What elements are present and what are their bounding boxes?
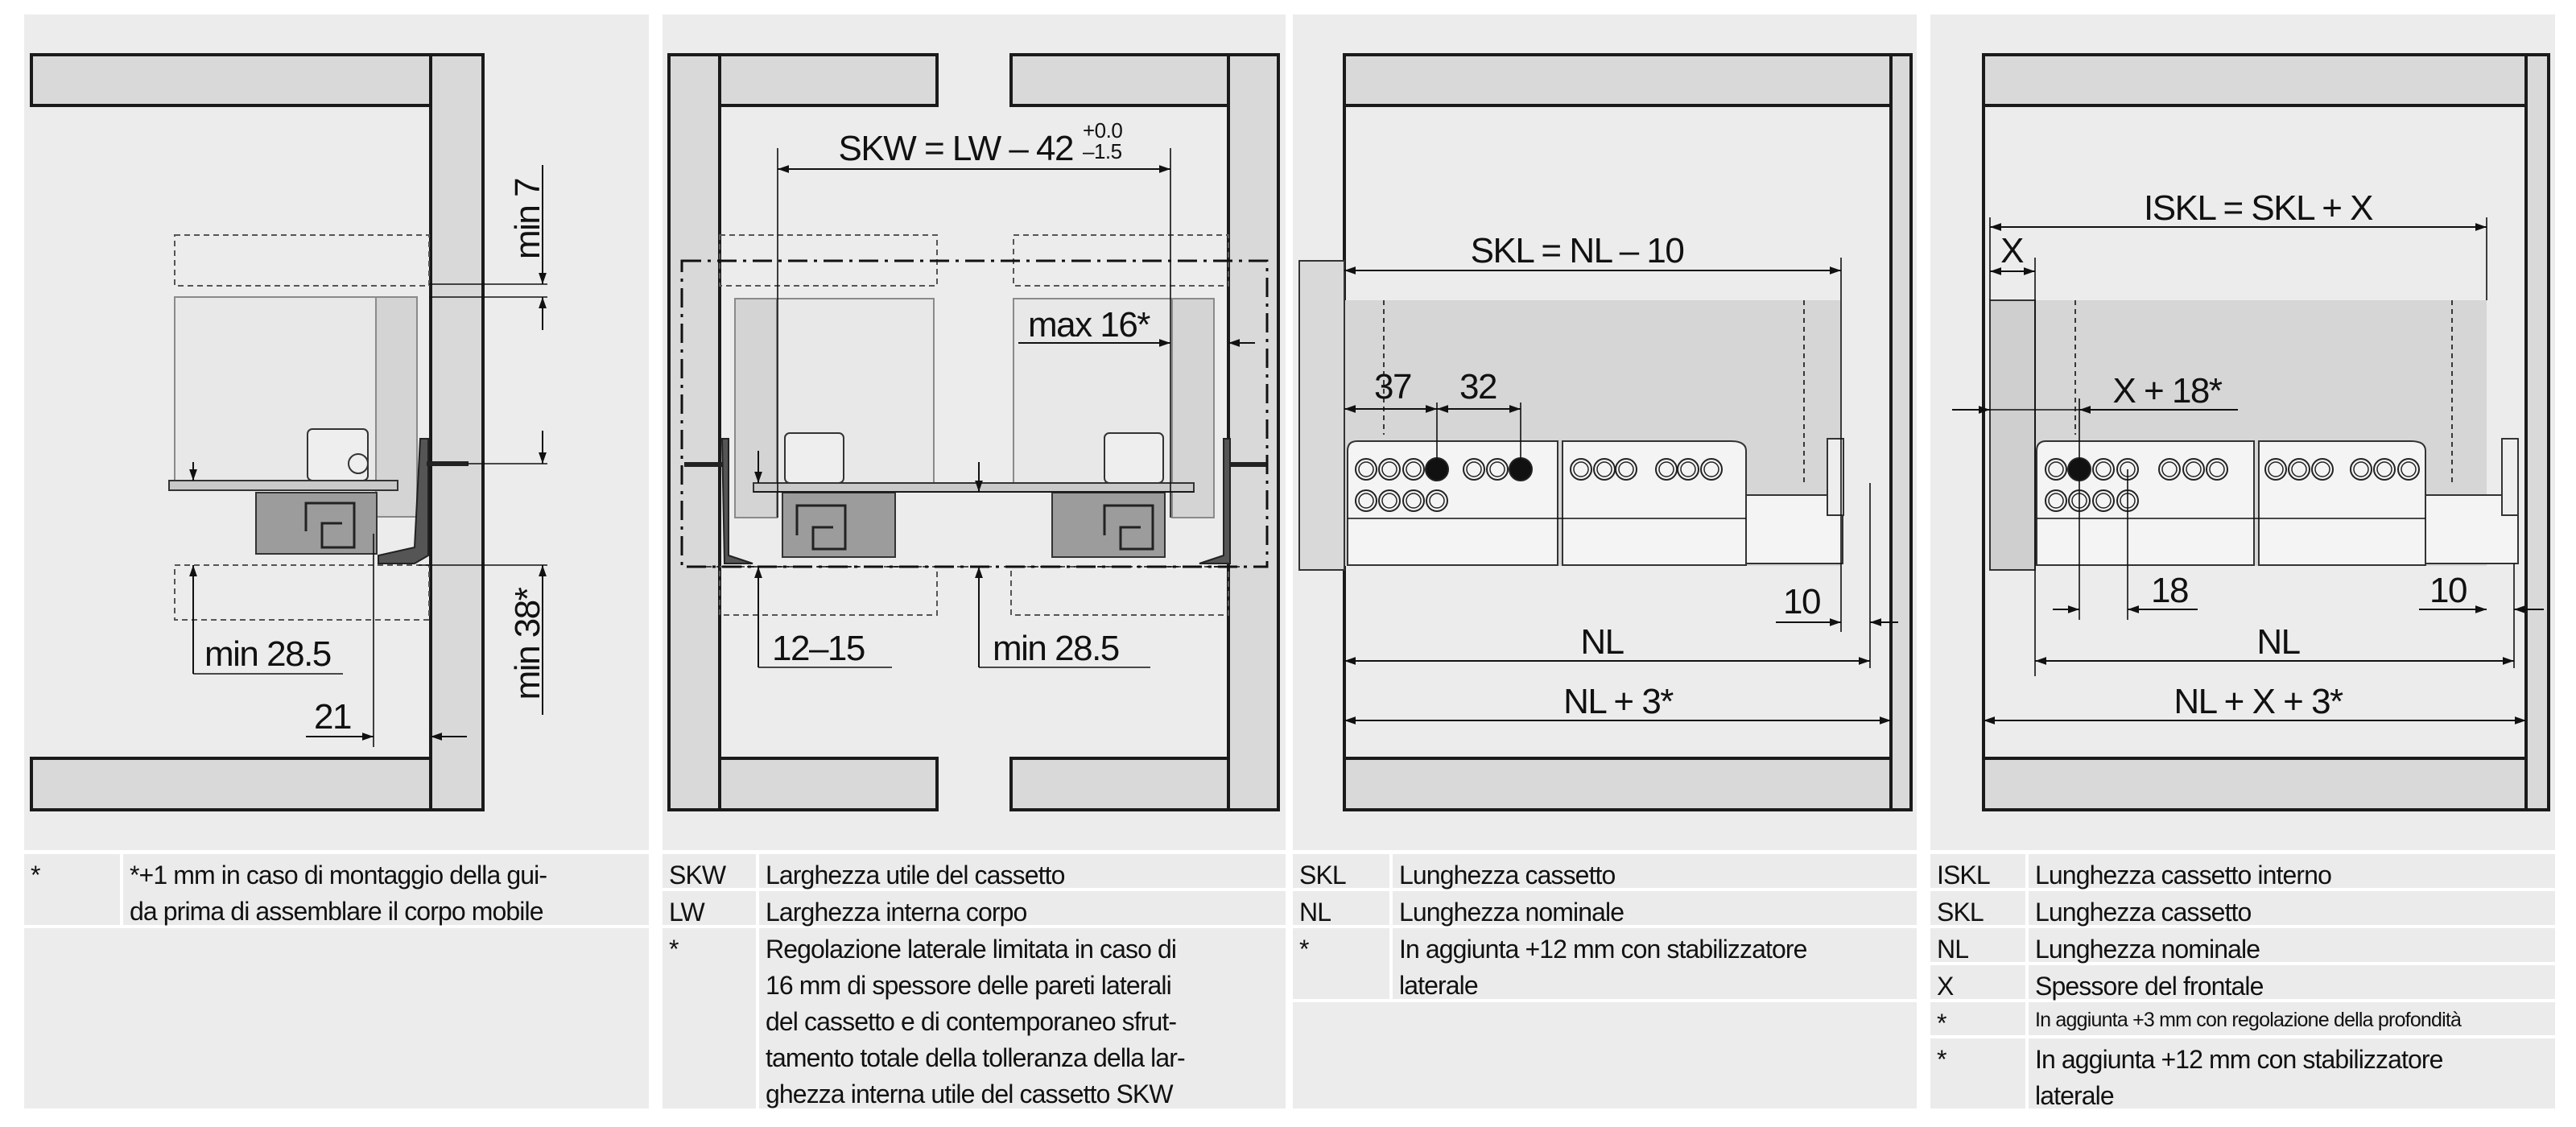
dim-21: 21 xyxy=(314,697,351,737)
legend-key: SKL xyxy=(1293,854,1389,890)
lock-icon xyxy=(348,453,369,474)
dim-x: X xyxy=(2000,231,2024,270)
drawer-front xyxy=(1298,260,1345,571)
legend-text: In aggiunta +12 mm con stabilizzatore la… xyxy=(2029,1038,2555,1110)
legend-text: Lunghezza cassetto xyxy=(1393,854,1917,890)
dim-max-16: max 16* xyxy=(1028,305,1150,345)
tolerance-minus: –1.5 xyxy=(1083,139,1122,163)
legend-key: SKL xyxy=(1930,891,2025,927)
legend-text: Regolazione laterale limitata in caso di… xyxy=(759,928,1286,1108)
panel-top-view-inner-drawer: ISKL = SKL + X X X + 18* 18 10 NL NL + X… xyxy=(1930,14,2555,850)
legend-text: *+1 mm in caso di montaggio della gui- d… xyxy=(123,854,649,926)
legend-text: Lunghezza nominale xyxy=(1393,891,1917,927)
legend-key: LW xyxy=(663,891,756,927)
dim-nl-plus-3: NL + 3* xyxy=(1563,682,1674,721)
legend-key: ISKL xyxy=(1930,854,2025,890)
tolerance-plus: +0.0 xyxy=(1083,118,1122,142)
runner-profile xyxy=(255,492,378,555)
legend-text: Larghezza interna corpo xyxy=(759,891,1286,927)
legend-key: * xyxy=(1293,928,1389,999)
legend-text: In aggiunta +3 mm con regolazione della … xyxy=(2029,1002,2555,1035)
dim-18: 18 xyxy=(2151,571,2188,610)
legend-text: Lunghezza nominale xyxy=(2029,928,2555,964)
legend-key: * xyxy=(663,928,756,1108)
legend-text: Lunghezza cassetto xyxy=(2029,891,2555,927)
legend-text: Lunghezza cassetto interno xyxy=(2029,854,2555,890)
legend-empty xyxy=(1293,1002,1917,1108)
bottom-shelf xyxy=(30,757,432,811)
legend-key: * xyxy=(24,854,120,925)
dim-min-28-5: min 28.5 xyxy=(993,629,1119,668)
dim-10: 10 xyxy=(2429,571,2467,610)
panel-front-section: SKW = LW – 42 +0.0 –1.5 max 16* 12–15 mi… xyxy=(663,14,1286,850)
dim-nl: NL xyxy=(2256,622,2300,662)
installation-diagrams: min 7 min 38* min 28.5 21 xyxy=(24,14,2555,850)
dim-skl-formula: SKL = NL – 10 xyxy=(1471,231,1684,270)
legend-key: SKW xyxy=(663,854,756,890)
legend-key: NL xyxy=(1293,891,1389,927)
dim-min-7: min 7 xyxy=(508,179,547,259)
legend-key: * xyxy=(1930,1002,2025,1038)
dim-min-28-5: min 28.5 xyxy=(204,634,331,674)
dim-32: 32 xyxy=(1459,367,1496,407)
panel-top-view-standard: SKL = NL – 10 37 32 10 NL NL + 3* xyxy=(1293,14,1917,850)
legend-key: NL xyxy=(1930,928,2025,964)
dim-nl: NL xyxy=(1580,622,1624,662)
dim-10: 10 xyxy=(1783,582,1820,621)
dim-12-15: 12–15 xyxy=(772,629,865,668)
legend-key: * xyxy=(1930,1038,2025,1108)
legend-key: X xyxy=(1930,965,2025,1001)
inner-drawer-front xyxy=(1989,299,2036,571)
cabinet-side-wall xyxy=(429,53,485,811)
drawer-bottom xyxy=(168,480,398,491)
dim-nl-plus-x-plus-3: NL + X + 3* xyxy=(2174,682,2343,721)
legend-text: Spessore del frontale xyxy=(2029,965,2555,1001)
dim-iskl-formula: ISKL = SKL + X xyxy=(2144,188,2373,228)
dim-x-plus-18: X + 18* xyxy=(2112,371,2222,411)
top-shelf xyxy=(30,53,432,107)
legend-text: Larghezza utile del cassetto xyxy=(759,854,1286,890)
legend-text: In aggiunta +12 mm con stabilizzatore la… xyxy=(1393,928,1917,1000)
panel-side-section: min 7 min 38* min 28.5 21 xyxy=(24,14,649,850)
dim-37: 37 xyxy=(1374,367,1411,407)
dim-min-38: min 38* xyxy=(508,587,547,700)
legend-empty xyxy=(24,928,649,1108)
dim-skw-formula: SKW = LW – 42 xyxy=(839,129,1073,168)
